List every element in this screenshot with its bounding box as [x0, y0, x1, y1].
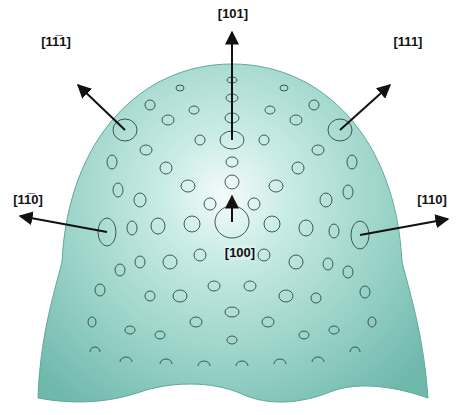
direction-label: [11̅1] — [40, 34, 72, 49]
direction-arrows — [20, 32, 448, 235]
direction-label: [111] — [393, 34, 424, 49]
direction-label: [101] — [217, 6, 249, 21]
direction-label: [110] — [416, 192, 448, 207]
direction-label: [100] — [224, 245, 256, 260]
direction-label: [11̅0] — [12, 192, 44, 207]
